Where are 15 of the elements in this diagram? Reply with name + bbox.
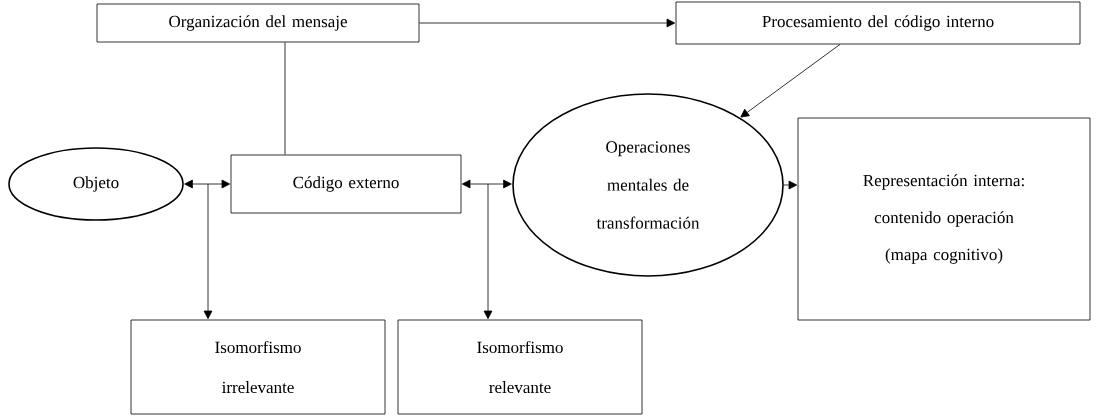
arrow [184, 179, 231, 189]
ellipse-node: Objeto [8, 147, 184, 221]
process-box: Representación interna: contenido operación (mapa cognitivo) [797, 117, 1091, 321]
ellipse-node: Operaciones mentales de transformación [512, 93, 784, 277]
arrow [419, 18, 676, 28]
process-box: Procesamiento del código interno [675, 1, 1081, 45]
arrow [783, 180, 798, 190]
process-box: Organización del mensaje [96, 3, 420, 43]
arrow [483, 183, 493, 320]
process-box: Isomorfismo relevante [397, 319, 643, 415]
arrow [203, 183, 213, 320]
arrow [740, 44, 841, 118]
process-box: Isomorfismo irrelevante [130, 319, 386, 415]
arrow [461, 179, 512, 189]
process-box: Código externo [230, 154, 462, 214]
